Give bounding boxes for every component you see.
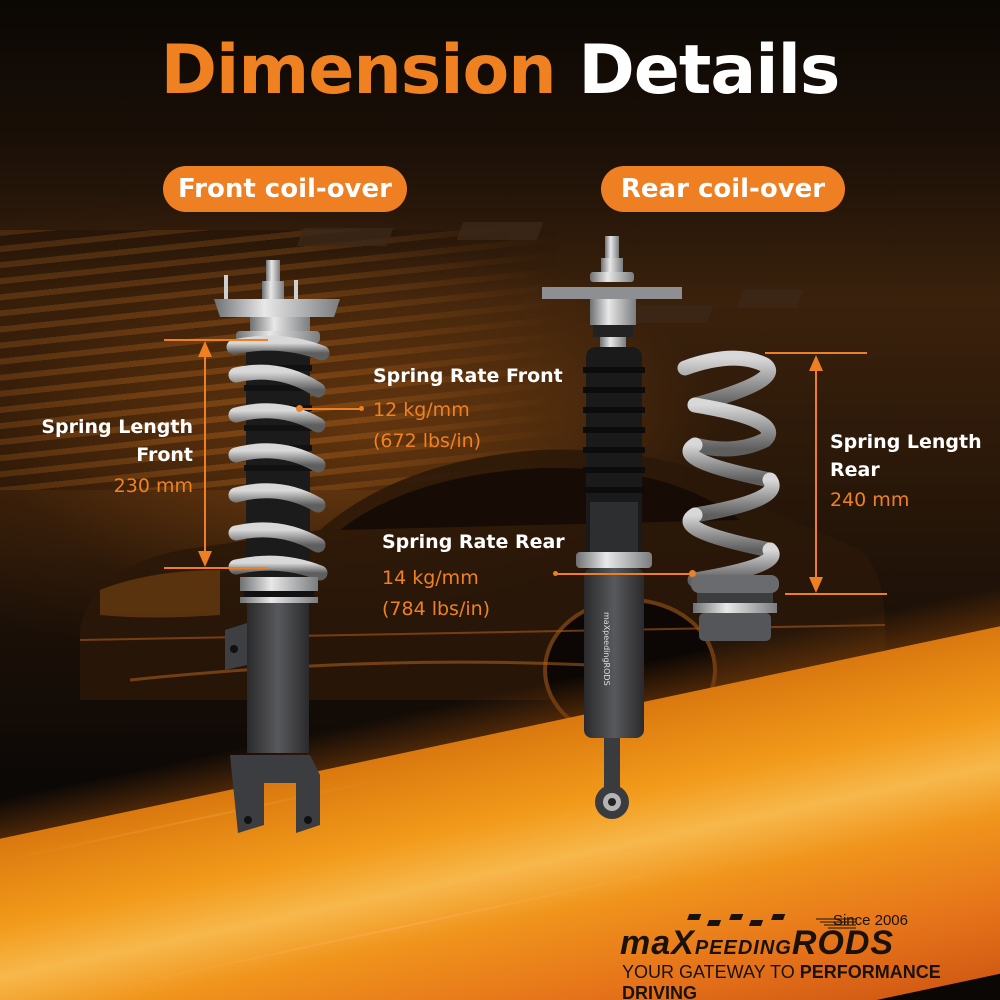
front-spring-rate-imperial: (672 lbs/in) xyxy=(373,430,482,452)
rear-rate-leader-line xyxy=(556,573,692,575)
front-rate-end-dot xyxy=(359,406,364,411)
arrow-down-icon xyxy=(809,577,823,593)
front-spring-length-line2: Front xyxy=(136,444,193,466)
rear-spring-length-line2: Rear xyxy=(830,459,880,481)
stadium-light xyxy=(296,228,394,246)
rear-spring-length-value: 240 mm xyxy=(830,489,910,511)
page-title: Dimension Details xyxy=(0,26,1000,116)
brand-name-mid: PEEDING xyxy=(694,937,792,959)
rear-length-bottom-line xyxy=(785,593,887,595)
front-coilover-image xyxy=(214,260,340,833)
brand-name-suffix: RODS xyxy=(791,924,895,962)
rear-spring-image xyxy=(677,350,780,641)
front-rate-anchor-dot xyxy=(296,405,303,412)
arrow-up-icon xyxy=(198,341,212,357)
brand-since: Since 2006 xyxy=(832,912,908,929)
front-spring-length-value: 230 mm xyxy=(113,475,193,497)
stadium-light xyxy=(736,290,804,308)
rear-rate-end-dot xyxy=(553,571,558,576)
front-length-bottom-line xyxy=(164,567,268,569)
rear-spring-rate-value: 14 kg/mm xyxy=(382,567,479,589)
rear-spring-length-line1: Spring Length xyxy=(830,431,982,453)
brand-tagline-bold: PERFORMANCE DRIVING xyxy=(622,962,941,1000)
brand-tagline: YOUR GATEWAY TO PERFORMANCE DRIVING xyxy=(622,962,960,1000)
title-part-white: Details xyxy=(578,31,840,110)
front-coilover-badge: Front coil-over xyxy=(163,166,407,212)
brand-tagline-light: YOUR GATEWAY TO xyxy=(622,962,800,982)
rear-spring-rate-label: Spring Rate Rear xyxy=(382,531,565,553)
front-spring-length-label: Spring Length Front xyxy=(20,413,193,469)
brand-name: maXPEEDINGRODS xyxy=(620,924,894,963)
front-spring-rate-value: 12 kg/mm xyxy=(373,399,470,421)
stadium-light xyxy=(456,222,544,240)
front-spring-length-line1: Spring Length xyxy=(41,416,193,438)
front-rate-leader-line xyxy=(300,408,362,410)
arrow-up-icon xyxy=(809,355,823,371)
shock-logo-text: maXpeedingRODS xyxy=(602,612,611,686)
rear-length-vertical-line xyxy=(815,362,817,584)
checkered-flag-icon xyxy=(687,914,786,926)
title-part-orange: Dimension xyxy=(160,31,557,110)
rear-rate-anchor-dot xyxy=(689,570,696,577)
front-length-vertical-line xyxy=(204,348,206,560)
front-spring-rate-label: Spring Rate Front xyxy=(373,365,563,387)
brand-logo: Since 2006 maXPEEDINGRODS YOUR GATEWAY T… xyxy=(620,912,960,1000)
rear-spring-rate-imperial: (784 lbs/in) xyxy=(382,598,491,620)
rear-length-top-line xyxy=(765,352,867,354)
front-length-top-line xyxy=(164,339,268,341)
rear-coilover-badge: Rear coil-over xyxy=(601,166,845,212)
brand-name-prefix: maX xyxy=(620,924,695,962)
rear-spring-length-label: Spring Length Rear xyxy=(830,428,982,484)
rear-shock-image: maXpeedingRODS xyxy=(542,236,682,819)
speed-lines-icon xyxy=(816,918,856,929)
arrow-down-icon xyxy=(198,551,212,567)
